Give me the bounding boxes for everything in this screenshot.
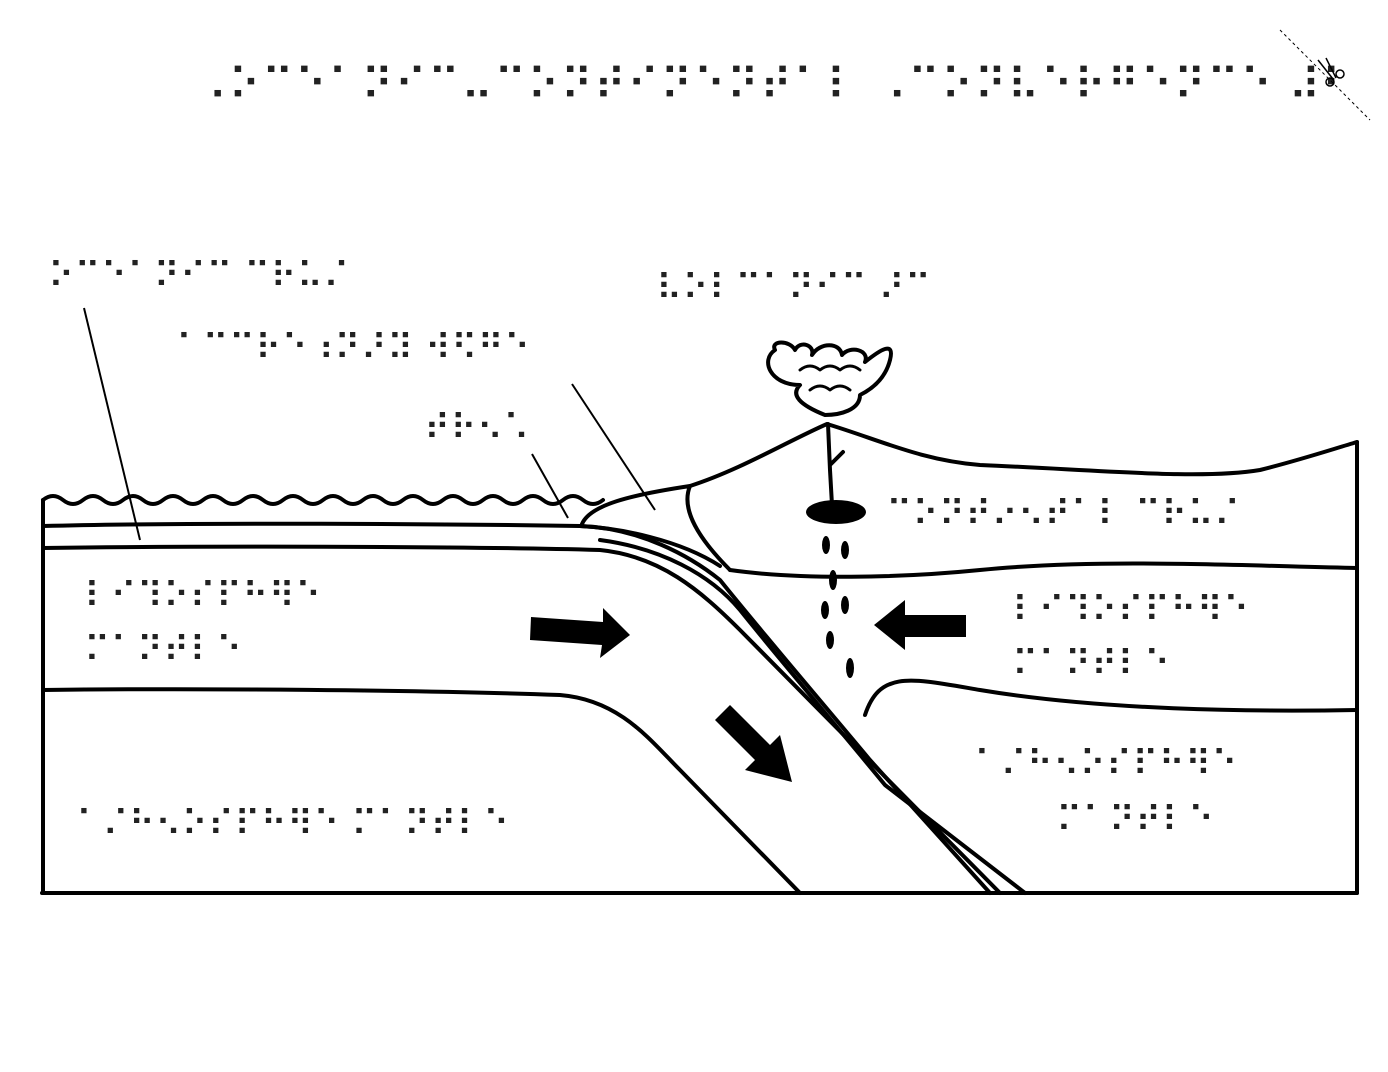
continental-surface xyxy=(688,422,1359,488)
continental-crust-label: ⠉⠕⠝⠞⠔⠢⠞⠁⠇ ⠉⠗⠥⠌ xyxy=(886,494,1240,535)
volcano-conduit xyxy=(826,422,845,507)
asthenosphere-left-label: ⠁⠌⠓⠢⠕⠎⠏⠓⠻⠑ ⠍⠁⠝⠞⠇⠑ xyxy=(76,804,509,845)
trench-label: ⠞⠗⠢⠡ xyxy=(424,408,529,449)
lithosphere-left-label-1: ⠇⠊⠹⠕⠎⠏⠓⠻⠑ xyxy=(84,576,321,617)
slab-crust-line xyxy=(598,538,1027,895)
ocean-surface xyxy=(41,494,605,506)
scissors-icon xyxy=(1279,29,1371,121)
lithosphere-right-label-1: ⠇⠊⠹⠕⠎⠏⠓⠻⠑ xyxy=(1012,590,1249,631)
volcano-plume xyxy=(766,340,893,417)
arrow-left-icon xyxy=(874,600,966,650)
arrow-right-icon xyxy=(530,608,630,658)
accretionary-wedge-label: ⠁⠉⠉⠗⠑⠰⠝⠜⠽ ⠺⠫⠛⠑ xyxy=(176,328,530,369)
oceanic-crust-bottom xyxy=(41,544,1002,895)
lithosphere-right-label-2: ⠍⠁⠝⠞⠇⠑ xyxy=(1012,644,1170,685)
continental-crust-base xyxy=(728,561,1359,579)
oceanic-crust-top xyxy=(41,521,722,568)
rising-magma xyxy=(821,536,854,678)
oceanic-crust-label: ⠕⠉⠑⠁⠝⠊⠉ ⠉⠗⠥⠌ xyxy=(48,256,349,297)
diagram-title: ⠠⠕⠉⠑⠁⠝⠊⠉⠤⠉⠕⠝⠞⠊⠝⠑⠝⠞⠁⠇ ⠠⠉⠕⠝⠧⠑⠗⠛⠑⠝⠉⠑ ⠼⠃ xyxy=(195,60,1355,111)
slab-top xyxy=(578,524,992,895)
cross-section-frame xyxy=(40,440,1359,895)
magma-chamber xyxy=(806,500,866,524)
arrow-down-right-icon xyxy=(715,705,792,782)
asthenosphere-right-label-1: ⠁⠌⠓⠢⠕⠎⠏⠓⠻⠑ xyxy=(974,744,1238,785)
volcanic-arc-label: ⠧⠕⠇⠉⠁⠝⠊⠉ ⠜⠉ xyxy=(656,268,931,309)
accretionary-wedge-leader xyxy=(571,383,656,511)
lithosphere-left-label-2: ⠍⠁⠝⠞⠇⠑ xyxy=(84,630,242,671)
lithosphere-base-right xyxy=(863,678,1359,717)
oceanic-crust-leader xyxy=(83,307,141,541)
lithosphere-base-left xyxy=(41,687,802,895)
asthenosphere-right-label-2: ⠍⠁⠝⠞⠇⠑ xyxy=(1056,800,1214,841)
trench-leader xyxy=(531,453,569,519)
